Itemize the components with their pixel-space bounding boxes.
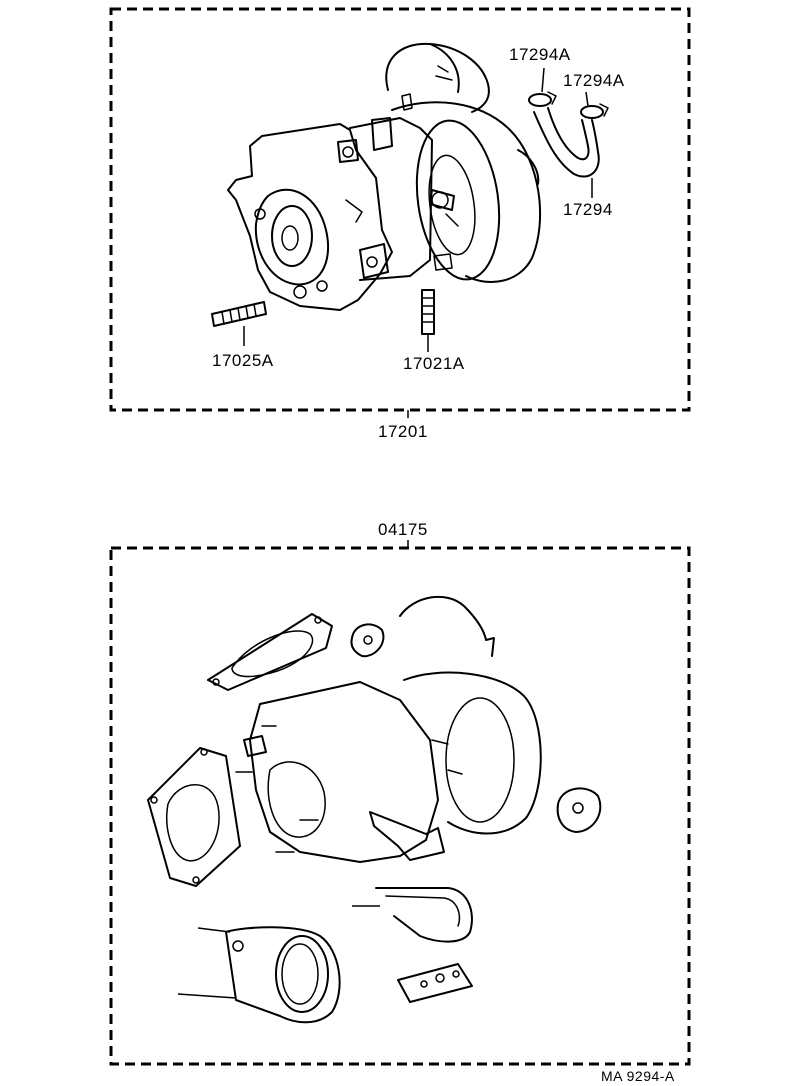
- drawing-code: MA 9294-A: [601, 1068, 675, 1084]
- part-label-hose: 17294: [563, 200, 613, 219]
- gasket-kit-frame: [109, 546, 691, 1066]
- part-label-hose-clamp-right: 17294A: [563, 71, 625, 90]
- kit-label: 04175: [378, 520, 428, 539]
- part-label-hose-clamp-left: 17294A: [509, 45, 571, 64]
- part-label-stud-left: 17025A: [212, 351, 274, 370]
- turbocharger-assembly-drawing: [227, 42, 542, 311]
- gasket-kit-drawing: [147, 595, 602, 1024]
- turbocharger-assembly-frame: [109, 7, 691, 412]
- hose-and-clamps-drawing: [528, 67, 609, 198]
- assembly-label: 17201: [378, 422, 428, 441]
- studs-drawing: [211, 289, 435, 352]
- part-label-stud-right: 17021A: [403, 354, 465, 373]
